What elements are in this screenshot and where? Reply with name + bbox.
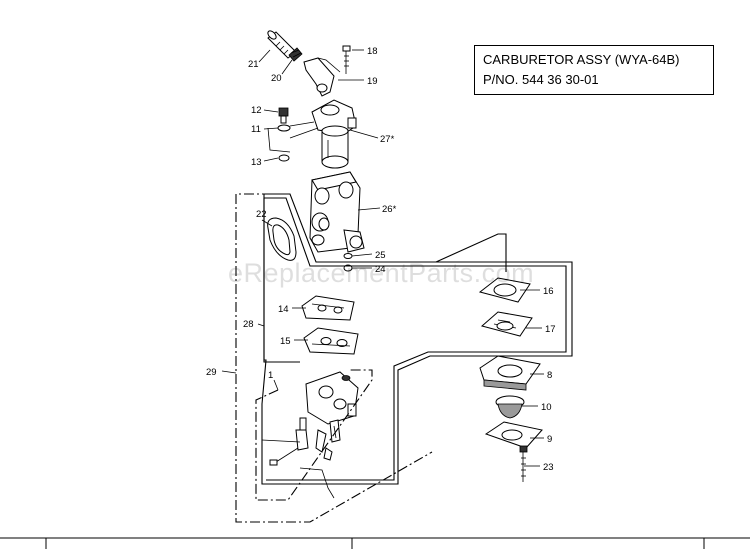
callout-23: 23 <box>543 462 554 473</box>
part-20-spring <box>288 47 303 62</box>
part-8-cover <box>479 355 541 391</box>
part-16-gasket <box>478 277 531 303</box>
callout-28: 28 <box>243 319 254 330</box>
bracket-1 <box>255 369 373 501</box>
callout-26: 26* <box>382 204 397 215</box>
assembly-title: CARBURETOR ASSY (WYA-64B) <box>483 52 680 67</box>
callout-19: 19 <box>367 76 378 87</box>
callout-9: 9 <box>547 434 552 445</box>
part-11-washer <box>277 124 291 132</box>
part-1-lower-body <box>269 371 359 466</box>
callout-1: 1 <box>268 370 273 381</box>
title-box: CARBURETOR ASSY (WYA-64B) P/NO. 544 36 3… <box>474 45 714 95</box>
part-26-main-body <box>309 171 365 253</box>
part-13-ring <box>278 154 290 162</box>
callout-11: 11 <box>251 124 261 135</box>
watermark: eReplacementParts.com <box>228 258 535 288</box>
part-14-gasket <box>301 295 355 321</box>
callout-13: 13 <box>251 157 262 168</box>
part-22-gasket <box>267 217 297 261</box>
callout-21: 21 <box>248 59 259 70</box>
callout-24: 24 <box>375 264 386 275</box>
part-17-plate <box>480 311 533 337</box>
part-9-cover <box>484 421 543 449</box>
part-19-lever <box>303 57 341 97</box>
bracket-29 <box>235 193 433 523</box>
bracket-28 <box>261 193 573 485</box>
part-18-screw <box>342 45 351 74</box>
bracket-16-17 <box>435 233 507 272</box>
callout-27: 27* <box>380 134 395 145</box>
part-23-screw <box>519 445 528 482</box>
callout-25: 25 <box>375 250 386 261</box>
part-number: P/NO. 544 36 30-01 <box>483 72 599 87</box>
callout-29: 29 <box>206 367 217 378</box>
callout-20: 20 <box>271 73 282 84</box>
callout-10: 10 <box>541 402 552 413</box>
callout-14: 14 <box>278 304 289 315</box>
callout-16: 16 <box>543 286 554 297</box>
callout-8: 8 <box>547 370 552 381</box>
callout-12: 12 <box>251 105 262 116</box>
leader-lines <box>221 49 544 467</box>
part-10-bulb <box>495 395 525 419</box>
callout-18: 18 <box>367 46 378 57</box>
part-12-screw <box>278 107 289 124</box>
callout-15: 15 <box>280 336 291 347</box>
callout-17: 17 <box>545 324 556 335</box>
callout-22: 22 <box>256 209 267 220</box>
part-27-upper-body <box>311 99 357 169</box>
part-15-pump-plate <box>303 327 359 355</box>
